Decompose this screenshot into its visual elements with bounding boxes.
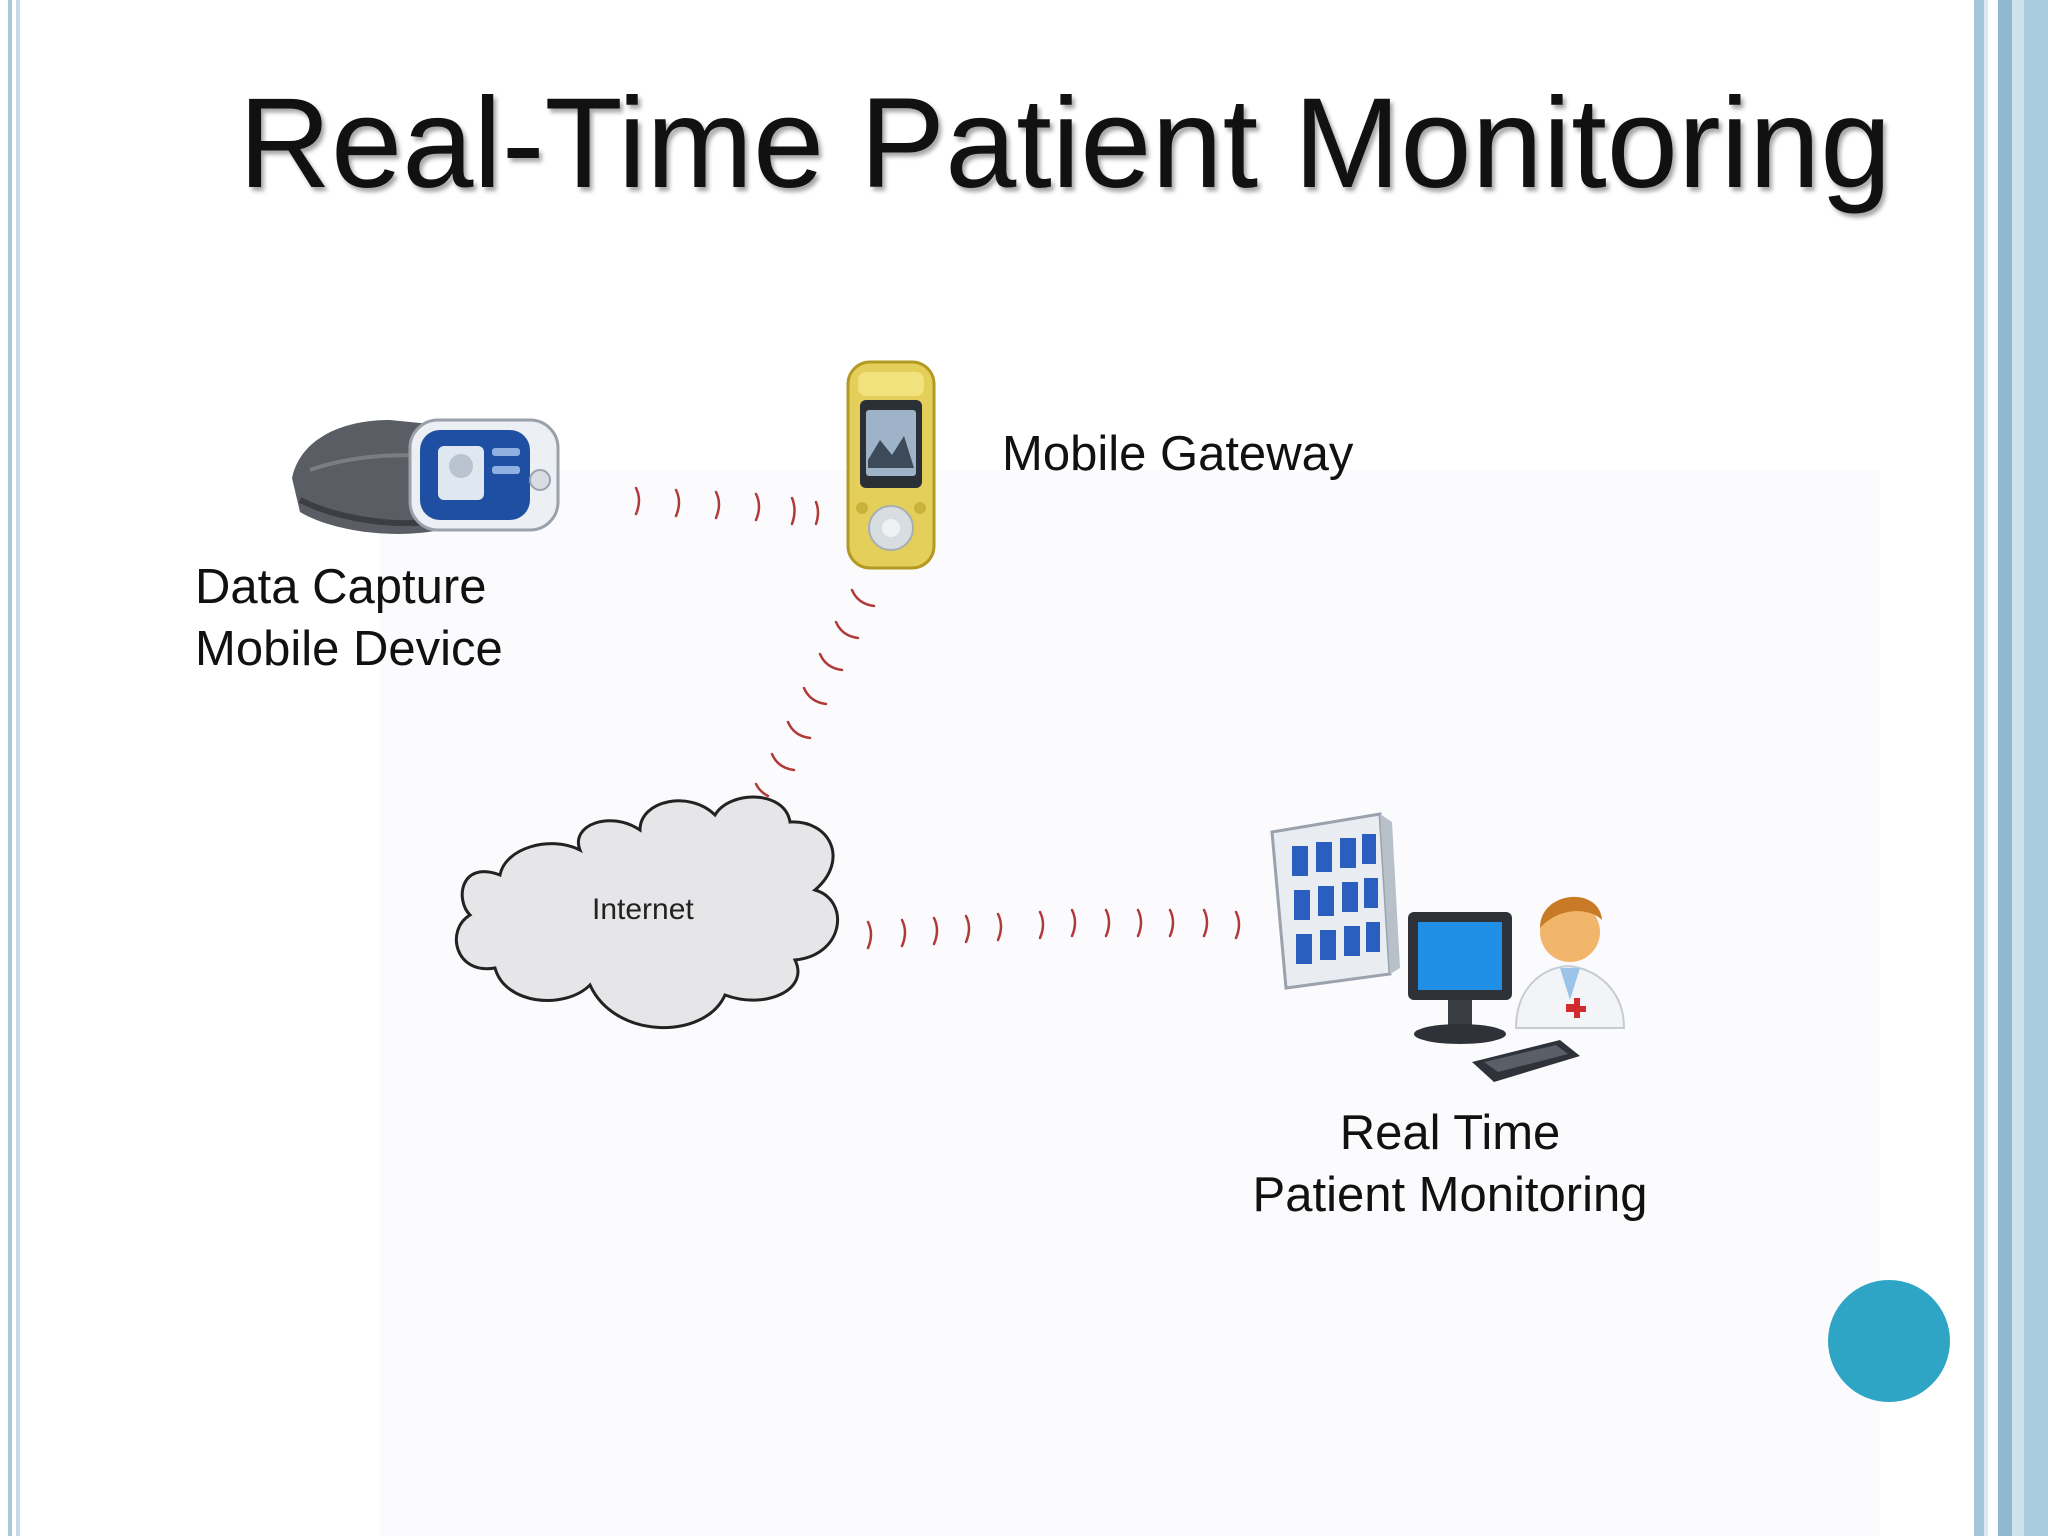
mobile-phone-icon bbox=[846, 360, 936, 570]
data-capture-label: Data Capture Mobile Device bbox=[195, 556, 503, 680]
slide-border-left bbox=[0, 0, 24, 1536]
hospital-workstation-icon bbox=[1270, 812, 1626, 1082]
signal-link-gateway-internet bbox=[754, 588, 876, 798]
monitoring-label: Real Time Patient Monitoring bbox=[1220, 1102, 1680, 1226]
signal-link-internet-monitoring bbox=[866, 908, 1241, 950]
data-capture-label-line2: Mobile Device bbox=[195, 622, 503, 676]
slide-accent-dot bbox=[1828, 1280, 1950, 1402]
data-capture-label-line1: Data Capture bbox=[195, 560, 487, 614]
signal-link-device-gateway bbox=[634, 486, 820, 526]
mobile-gateway-label: Mobile Gateway bbox=[1002, 427, 1354, 481]
internet-label: Internet bbox=[592, 893, 694, 926]
cloud-icon bbox=[454, 795, 840, 1030]
monitoring-label-line1: Real Time bbox=[1339, 1106, 1561, 1160]
monitoring-label-line2: Patient Monitoring bbox=[1252, 1168, 1648, 1222]
blood-pressure-monitor-icon bbox=[292, 418, 560, 534]
slide-border-right bbox=[1964, 0, 2048, 1536]
slide-title: Real-Time Patient Monitoring bbox=[238, 72, 1892, 215]
